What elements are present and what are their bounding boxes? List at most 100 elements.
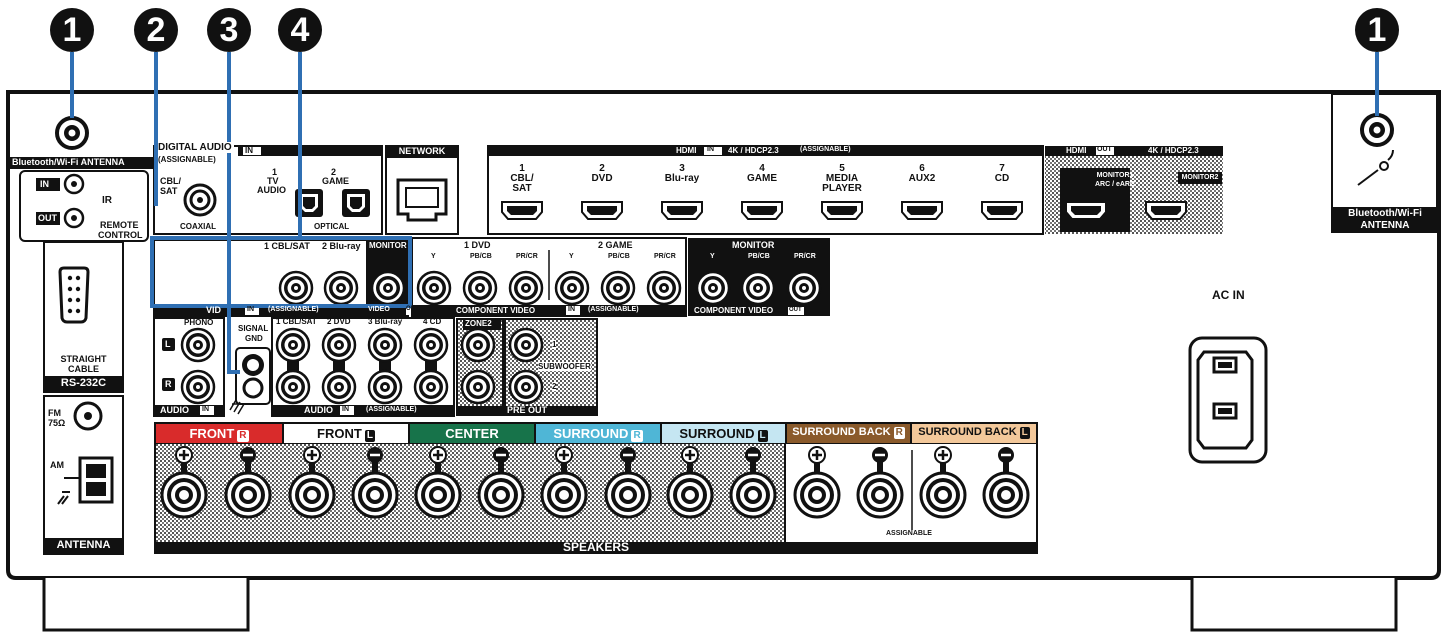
component-pr1: PR/CR — [516, 253, 538, 260]
audio-phono-label: PHONO — [184, 318, 214, 327]
digital-audio-audio: AUDIO — [257, 185, 286, 195]
video-out-badge: OUT — [406, 306, 419, 312]
ir-label: IR — [102, 195, 112, 206]
rs232-title: RS-232C — [60, 377, 107, 389]
video-monitor-label: MONITOR — [369, 241, 407, 250]
callout-4: 4 — [278, 8, 322, 52]
hdmi-in-port-6-num: 6 — [919, 163, 925, 174]
digital-audio-cbl: CBL/ — [160, 176, 181, 186]
component-out-title: COMPONENT VIDEO — [694, 306, 774, 315]
audio-l-label: L — [165, 339, 171, 349]
hdmi-in-port-1-num: 1 — [519, 163, 525, 174]
component-pb2: PB/CB — [608, 253, 630, 260]
speaker-group-bar-4 — [536, 424, 660, 443]
zone2-label: ZONE2 — [465, 319, 492, 328]
component-in-badge: IN — [568, 306, 575, 313]
hdmi-out-monitor2: MONITOR2 — [1181, 174, 1219, 181]
speaker-group-label-3: CENTER — [410, 426, 534, 441]
speaker-group-bar-5 — [662, 424, 785, 443]
component-out-pb: PB/CB — [748, 253, 770, 260]
audio-r-label: R — [165, 379, 172, 389]
hdmi-in-port-1-l1: CBL/ — [510, 173, 534, 184]
callout-3: 3 — [207, 8, 251, 52]
digital-audio-coaxial: COAXIAL — [180, 222, 216, 231]
remote-control-label-1: REMOTE — [100, 220, 139, 230]
video-in-badge: IN — [247, 306, 254, 313]
bt-antenna-right-label-1: Bluetooth/Wi-Fi — [1348, 208, 1422, 219]
speaker-side-badge-6: R — [893, 427, 905, 439]
video-vid-label: VID — [206, 305, 222, 315]
audio-ch1-label: 1 CBL/SAT — [276, 317, 317, 326]
hdmi-in-port-7-num: 7 — [999, 163, 1005, 174]
audio-ch3-label: 3 Blu-ray — [368, 317, 403, 326]
speaker-group-bar-1 — [156, 424, 282, 443]
component-out-pr: PR/CR — [794, 253, 816, 260]
video-assignable: (ASSIGNABLE) — [268, 306, 319, 313]
hdmi-in-assignable: (ASSIGNABLE) — [800, 146, 851, 153]
hdmi-out-spec: 4K / HDCP2.3 — [1148, 146, 1199, 155]
hdmi-in-port-7-l1: CD — [994, 173, 1010, 184]
component-pr2: PR/CR — [654, 253, 676, 260]
audio-ch4-label: 4 CD — [423, 317, 442, 326]
component-out-y: Y — [710, 253, 715, 260]
rs232-cable: CABLE — [68, 364, 99, 374]
hdmi-out-monitor1: MONITOR1 — [1096, 172, 1134, 179]
speakers-title: SPEAKERS — [562, 540, 630, 554]
hdmi-in-port-5-l2: PLAYER — [822, 183, 862, 194]
speaker-side-badge-5: L — [757, 430, 768, 442]
audio-assignable: (ASSIGNABLE) — [366, 406, 417, 413]
speaker-group-bar-3 — [410, 424, 534, 443]
speaker-group-name-7: SURROUND BACK — [918, 426, 1017, 438]
component-game-label: 2 GAME — [598, 240, 633, 250]
bt-antenna-left-label: Bluetooth/Wi-Fi ANTENNA — [12, 157, 125, 167]
hdmi-in-port-3-num: 3 — [679, 163, 685, 174]
component-out-monitor: MONITOR — [732, 240, 775, 250]
audio-title: AUDIO — [304, 405, 333, 415]
preout-title: PRE OUT — [506, 405, 547, 415]
digital-audio-assignable: (ASSIGNABLE) — [158, 155, 216, 164]
digital-audio-in-badge: IN — [245, 146, 253, 155]
signal-label: SIGNAL — [238, 324, 269, 333]
hdmi-in-badge: IN — [707, 146, 714, 153]
hdmi-in-port-2-num: 2 — [599, 163, 605, 174]
subwoofer-2: 2 — [552, 382, 557, 391]
audio-phono-title: AUDIO — [160, 405, 189, 415]
remote-control-label-2: CONTROL — [98, 230, 143, 240]
speaker-group-bar-2 — [284, 424, 408, 443]
component-out-badge: OUT — [789, 307, 802, 313]
speaker-side-badge-1: R — [237, 430, 249, 442]
hdmi-out-arc: ARC / eARC — [1094, 181, 1136, 188]
speaker-group-name-1: FRONT — [189, 426, 235, 441]
component-y1: Y — [431, 253, 436, 260]
audio-phono-in-badge: IN — [202, 406, 209, 413]
callout-2: 2 — [134, 8, 178, 52]
component-y2: Y — [569, 253, 574, 260]
subwoofer-label: SUBWOOFER — [538, 362, 591, 371]
network-title: NETWORK — [398, 146, 446, 156]
digital-audio-title: DIGITAL AUDIO — [158, 142, 234, 153]
speakers-assignable: ASSIGNABLE — [886, 530, 932, 537]
component-dvd-label: 1 DVD — [464, 240, 491, 250]
ir-out-badge: OUT — [38, 213, 57, 223]
ac-in-label: AC IN — [1212, 288, 1245, 302]
hdmi-in-title: HDMI — [676, 146, 697, 155]
bt-antenna-right-label-2: ANTENNA — [1360, 220, 1410, 231]
digital-audio-sat: SAT — [160, 186, 178, 196]
digital-audio-optical: OPTICAL — [314, 222, 350, 231]
component-pb1: PB/CB — [470, 253, 492, 260]
speaker-side-badge-4: R — [631, 430, 643, 442]
gnd-label: GND — [245, 334, 263, 343]
callout-lines — [70, 52, 1379, 374]
speaker-side-badge-7: L — [1019, 427, 1030, 439]
video-bluray-label: 2 Blu-ray — [322, 241, 361, 251]
speaker-group-bar-7 — [912, 424, 1036, 443]
digital-audio-game: GAME — [322, 176, 349, 186]
digital-audio-game-num: 2 — [331, 167, 337, 177]
fm-label: FM — [48, 408, 61, 418]
